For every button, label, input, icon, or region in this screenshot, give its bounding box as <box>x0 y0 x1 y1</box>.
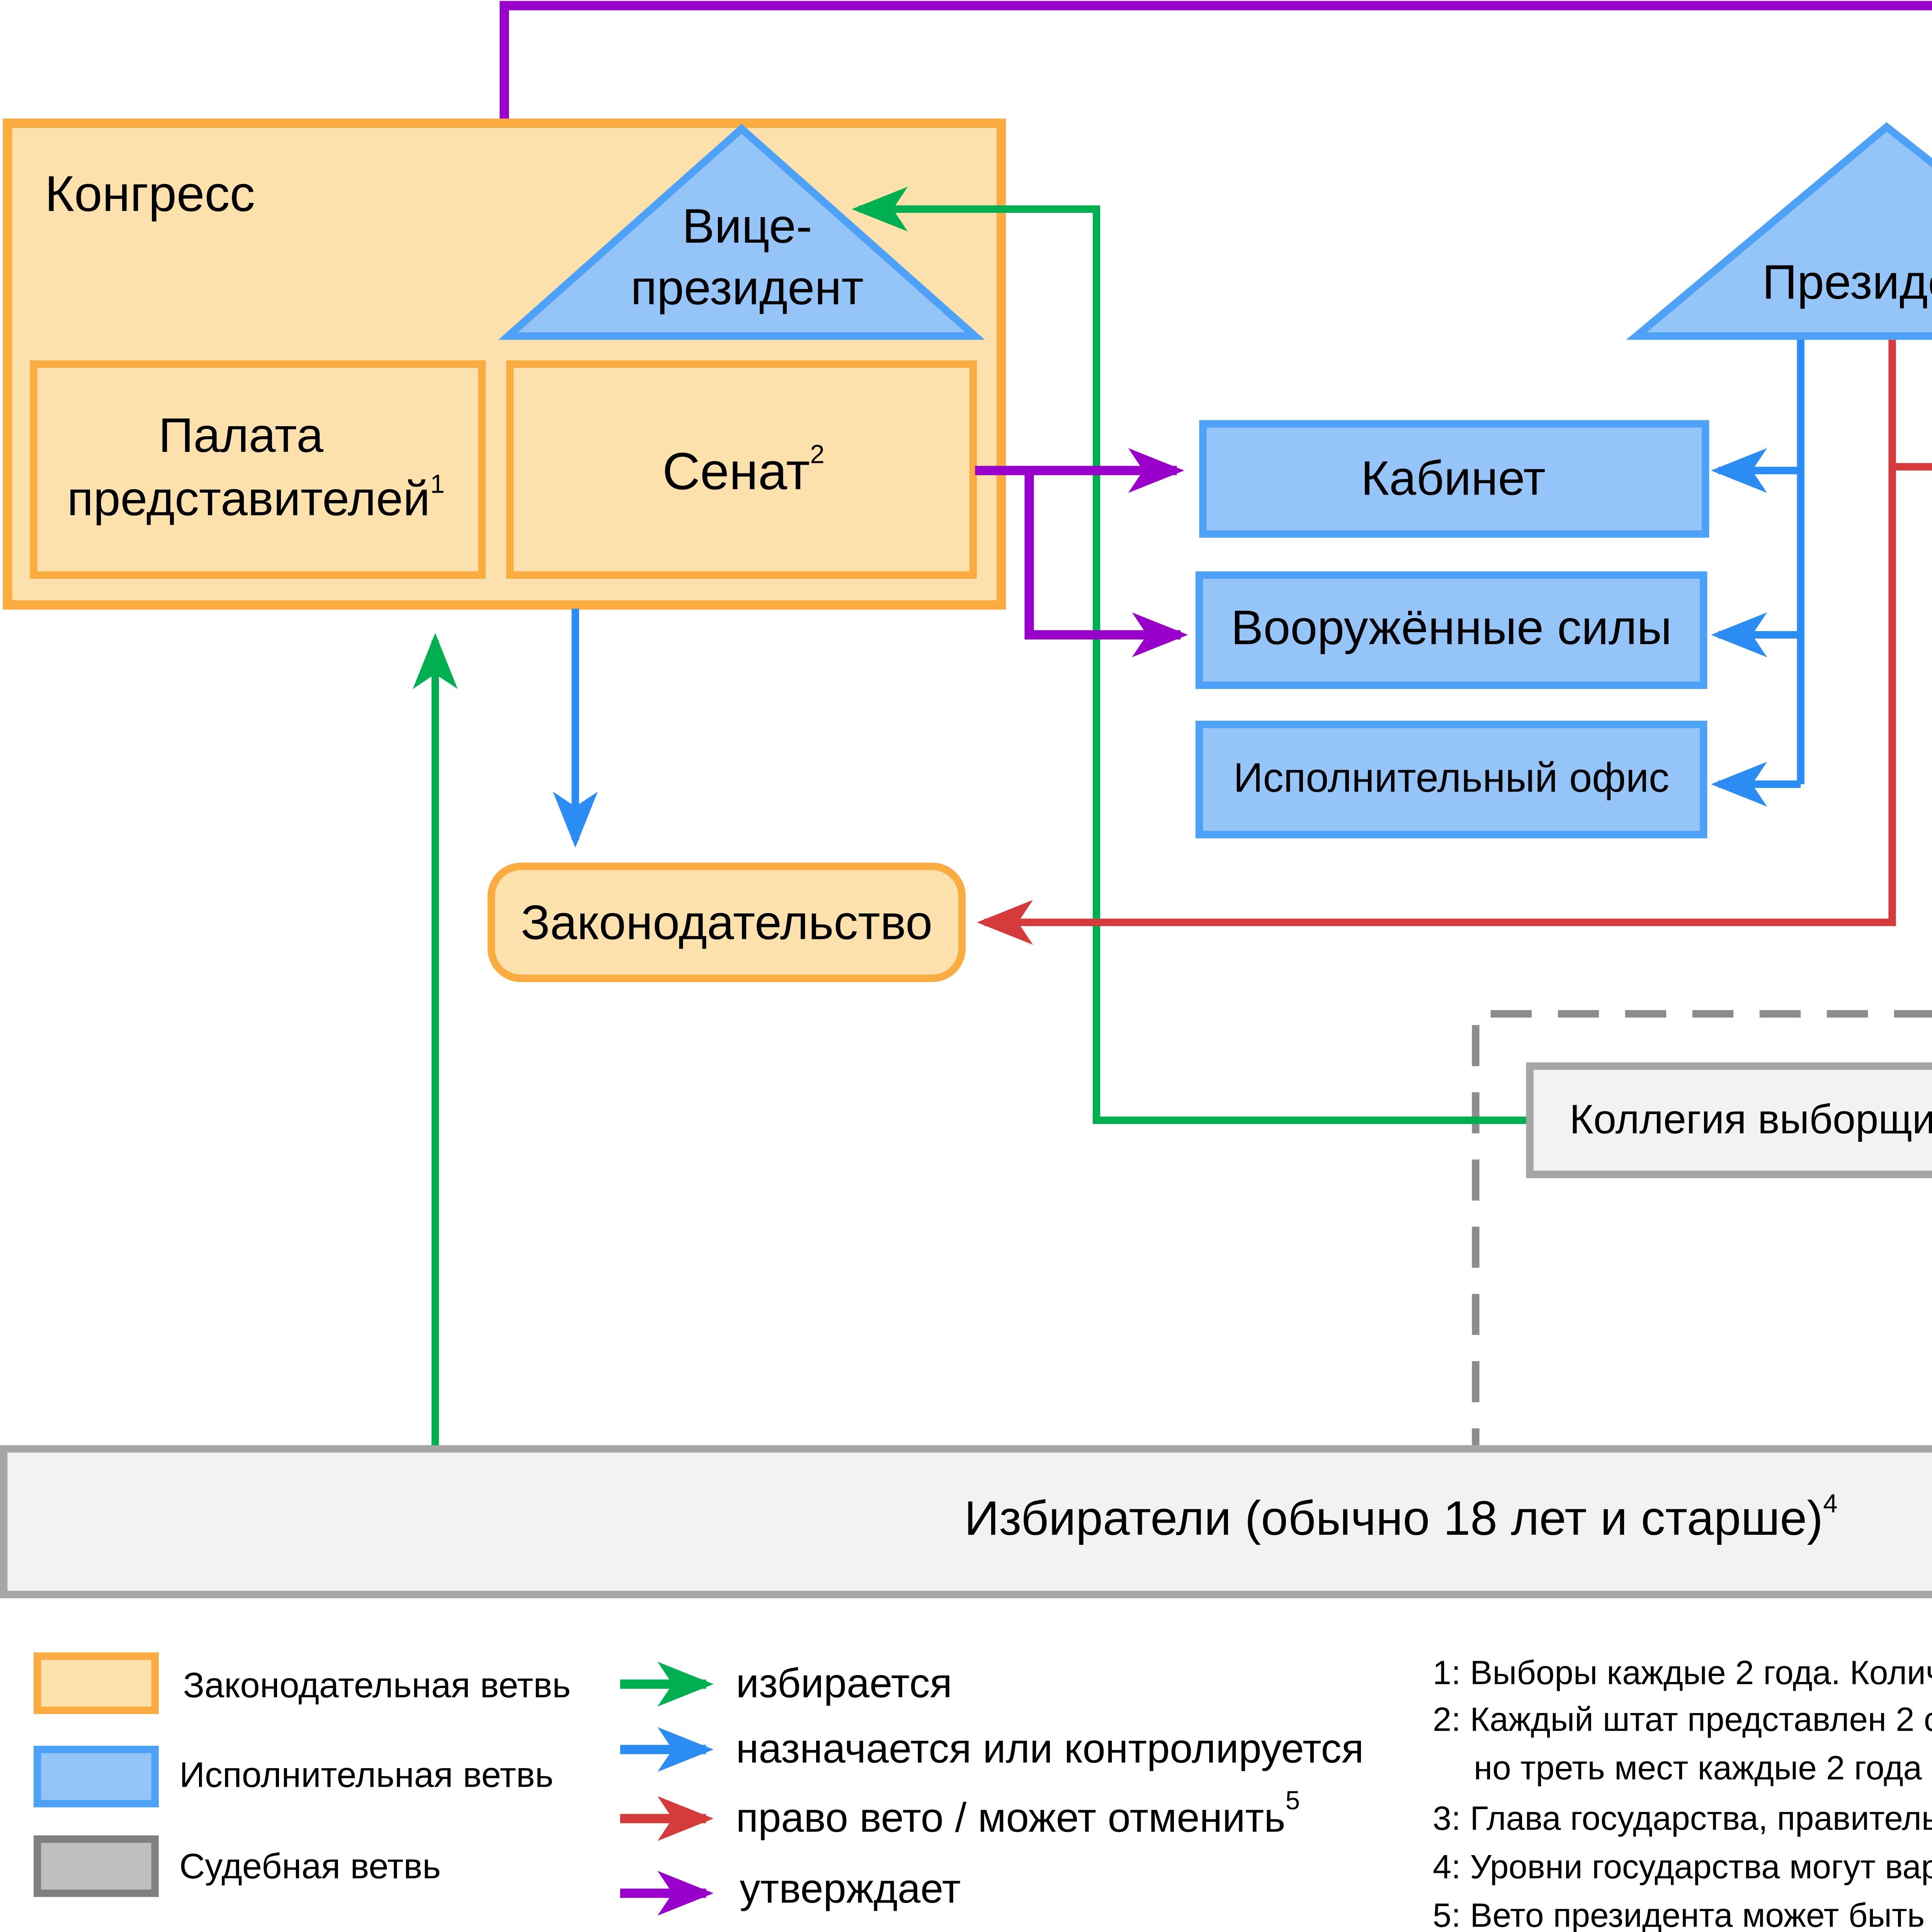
footnote-1: 1: Выборы каждые 2 года. Количество мест… <box>1433 1654 1932 1692</box>
legislation-box[interactable] <box>487 862 966 982</box>
footnote-4: 4: Уровни государства могут варьироватьс… <box>1433 1848 1932 1886</box>
legend-branches: Законодательная ветвь Исполнительная вет… <box>34 1652 571 1897</box>
footnote-2: 2: Каждый штат представлен 2 сенаторами.… <box>1433 1701 1932 1738</box>
armed-forces-label: Вооружённые силы <box>1231 600 1672 655</box>
congress-label: Конгресс <box>45 165 255 222</box>
legend-swatch-judicial <box>34 1835 159 1897</box>
arrow-congress-approves-supreme-court <box>500 1 1932 120</box>
armed-forces-box[interactable] <box>1195 571 1708 689</box>
vice-president-label-1: Вице- <box>682 199 812 253</box>
legend-label-elected: избирается <box>736 1660 952 1706</box>
vice-president-label-2: президент <box>631 260 864 315</box>
legend-label-executive: Исполнительная ветвь <box>179 1755 553 1794</box>
footnote-5: 5: Вето президента может быть преодолено… <box>1433 1897 1932 1932</box>
arrow-president-vetoes-legislation <box>977 336 1896 945</box>
president-triangle[interactable] <box>1626 122 1932 340</box>
line-supreme-court-overrules <box>1892 463 1932 471</box>
footnotes: 1: Выборы каждые 2 года. Количество мест… <box>1433 1654 1932 1932</box>
vice-president-triangle[interactable] <box>498 124 985 340</box>
legend-label-judicial: Судебная ветвь <box>179 1847 441 1886</box>
arrow-electoral-college-elects-vice-president <box>852 187 1528 1124</box>
executive-office-box[interactable] <box>1195 721 1708 838</box>
footnote-3: 3: Глава государства, правительства и гл… <box>1433 1799 1932 1837</box>
electoral-college-label: Коллегия выборщиков <box>1570 1096 1932 1142</box>
electoral-college-box[interactable] <box>1526 1062 1932 1179</box>
legend-swatch-executive <box>34 1745 159 1808</box>
voters-label: Избиратели (обычно 18 лет и старше)4 <box>964 1489 1837 1545</box>
house-label-1: Палата <box>158 408 323 462</box>
cabinet-label: Кабинет <box>1361 451 1546 505</box>
legend-label-legislative: Законодательная ветвь <box>183 1665 571 1705</box>
voters-box[interactable] <box>0 1445 1932 1599</box>
legend-label-veto: право вето / может отменить5 <box>736 1786 1300 1840</box>
senate-label: Сенат2 <box>662 440 825 500</box>
cabinet-box[interactable] <box>1199 420 1709 538</box>
legend-swatch-legislative <box>34 1652 159 1714</box>
executive-office-label: Исполнительный офис <box>1233 755 1669 801</box>
president-label: Президент3 <box>1762 253 1932 309</box>
senate-box[interactable] <box>506 360 977 579</box>
legend-arrows: избирается назначается или контролируетс… <box>620 1660 1364 1916</box>
legend-label-approves: утверждает <box>740 1866 961 1912</box>
footnote-2-cont: но треть мест каждые 2 года переизбирает… <box>1474 1749 1932 1787</box>
arrow-senate-approves-armed-forces <box>1024 470 1188 657</box>
legislation-label: Законодательство <box>521 895 932 950</box>
house-box[interactable] <box>30 360 486 579</box>
legend-label-appointed: назначается или контролируется <box>736 1726 1364 1772</box>
house-label-2: представителей1 <box>67 470 445 526</box>
